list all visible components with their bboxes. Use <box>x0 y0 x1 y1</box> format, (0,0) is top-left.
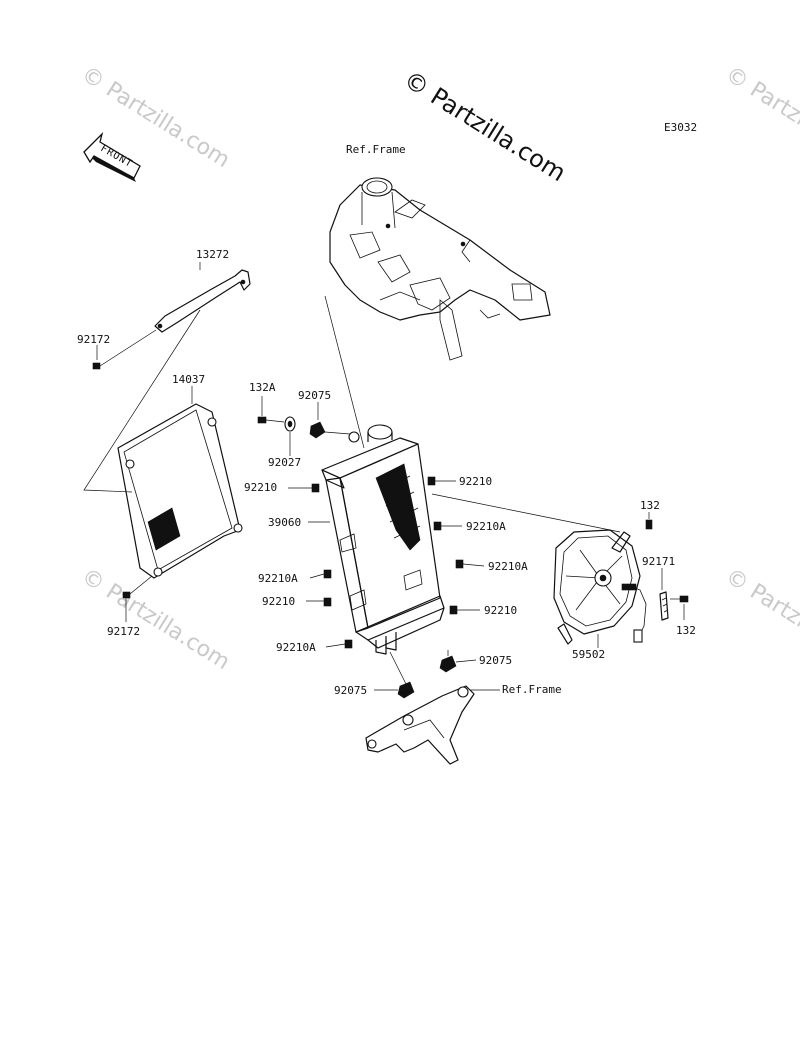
ref-frame-label-bottom: Ref.Frame <box>502 683 562 696</box>
part-label-92172-top: 92172 <box>77 333 110 346</box>
watermark-faint: © Partzilla.com <box>721 564 800 675</box>
upper-bracket-part <box>154 269 251 333</box>
front-arrow-icon: FRONT <box>83 131 141 182</box>
radiator-screen-part <box>117 403 243 579</box>
bolt-icon <box>257 396 285 424</box>
diagram-code: E3032 <box>664 121 697 134</box>
watermark-faint: © Partzilla.com <box>721 62 800 173</box>
ref-frame-label-top: Ref.Frame <box>346 143 406 156</box>
part-label-14037: 14037 <box>172 373 205 386</box>
part-label-13272: 13272 <box>196 248 229 261</box>
part-label-92210A-left2: 92210A <box>276 641 316 654</box>
lower-frame-bracket-part <box>365 685 475 765</box>
leader-92210A-left1 <box>309 573 325 579</box>
radiator-fan-leader <box>431 493 621 533</box>
grommet-icon <box>389 651 415 699</box>
bolt-icon <box>645 512 653 530</box>
part-label-92210-a: 92210 <box>244 481 277 494</box>
part-label-92210-right1: 92210 <box>459 475 492 488</box>
grommet-icon <box>439 650 457 673</box>
part-label-92210-right2: 92210 <box>484 604 517 617</box>
screen-leader <box>83 309 201 493</box>
bolt-icon <box>670 595 689 620</box>
leader-92210A-left2 <box>325 643 346 648</box>
leader-92210A-right2 <box>462 563 485 567</box>
bolt-icon <box>122 575 153 622</box>
watermark-main: © Partzilla.com <box>399 65 571 187</box>
part-label-59502: 59502 <box>572 648 605 661</box>
part-label-92027: 92027 <box>268 456 301 469</box>
cooling-fan-part <box>553 529 647 645</box>
part-label-132-bottom: 132 <box>676 624 696 637</box>
part-label-92172-bottom: 92172 <box>107 625 140 638</box>
clamp-icon <box>659 568 669 621</box>
bolt-icon <box>92 329 157 370</box>
part-label-39060: 39060 <box>268 516 301 529</box>
washer-icon <box>284 416 296 456</box>
part-label-92210A-left1: 92210A <box>258 572 298 585</box>
part-label-92075-top: 92075 <box>298 389 331 402</box>
part-label-92171: 92171 <box>642 555 675 568</box>
leader-92075-right <box>455 659 477 663</box>
part-label-92075-right: 92075 <box>479 654 512 667</box>
frame-part <box>329 177 551 361</box>
part-label-92210A-right1: 92210A <box>466 520 506 533</box>
frame-leader-line <box>324 295 365 449</box>
part-label-132-top: 132 <box>640 499 660 512</box>
part-label-132A: 132A <box>249 381 276 394</box>
part-label-92075-left: 92075 <box>334 684 367 697</box>
grommet-icon <box>309 402 351 439</box>
watermark-faint: © Partzilla.com <box>77 564 234 675</box>
part-label-92210A-right2: 92210A <box>488 560 528 573</box>
radiator-part <box>311 424 464 655</box>
part-label-92210-b: 92210 <box>262 595 295 608</box>
